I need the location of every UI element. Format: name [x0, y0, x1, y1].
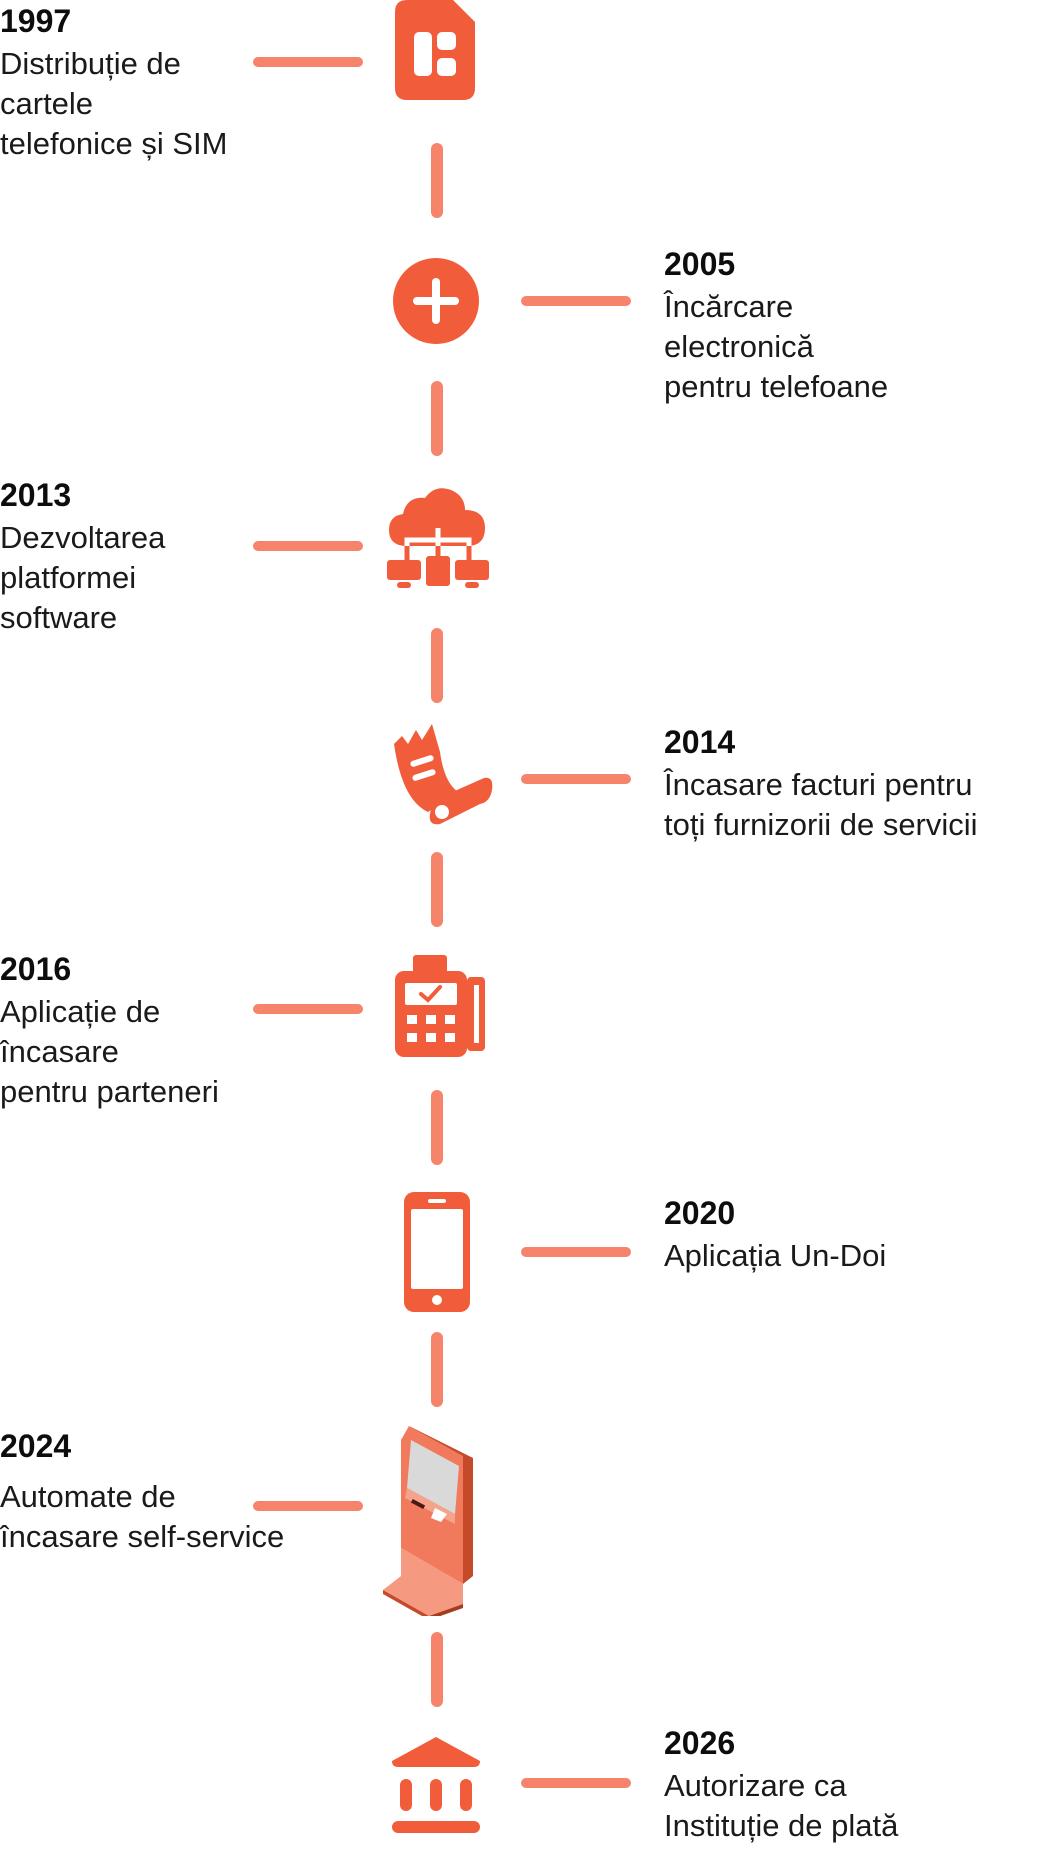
- receipt-icon: [388, 722, 494, 828]
- milestone-2026: 2026 Autorizare ca Instituție de plată: [664, 1724, 1053, 1846]
- milestone-2005: 2005 Încărcare electronică pentru telefo…: [664, 245, 1053, 407]
- plus-circle-icon: [393, 258, 479, 344]
- milestone-description: Aplicație de încasare pentru parteneri: [0, 994, 219, 1109]
- timeline-connector: [431, 143, 443, 218]
- sim-card-icon: [395, 0, 475, 100]
- milestone-1997: 1997 Distribuție de cartele telefonice ș…: [0, 2, 460, 164]
- milestone-connector: [253, 1004, 363, 1014]
- milestone-connector: [521, 774, 631, 784]
- bank-building-icon: [392, 1737, 480, 1833]
- timeline-connector: [431, 381, 443, 456]
- milestone-connector: [521, 1247, 631, 1257]
- cloud-network-icon: [385, 484, 491, 592]
- milestone-year: 1997: [0, 3, 72, 39]
- milestone-year: 2005: [664, 246, 736, 282]
- milestone-2024: 2024 Automate de încasare self-service: [0, 1427, 460, 1557]
- payment-terminal-icon: [395, 955, 487, 1057]
- milestone-connector: [253, 1501, 363, 1511]
- milestone-description: Automate de încasare self-service: [0, 1479, 285, 1554]
- milestone-connector: [253, 541, 363, 551]
- milestone-year: 2024: [0, 1428, 72, 1464]
- milestone-description: Dezvoltarea platformei software: [0, 520, 166, 635]
- milestone-2014: 2014 Încasare facturi pentru toți furniz…: [664, 723, 1053, 845]
- milestone-year: 2013: [0, 477, 72, 513]
- timeline-connector: [431, 1632, 443, 1707]
- milestone-description: Încasare facturi pentru toți furnizorii …: [664, 767, 978, 842]
- milestone-year: 2020: [664, 1195, 736, 1231]
- timeline-connector: [431, 1090, 443, 1165]
- self-service-kiosk-icon: [383, 1426, 473, 1616]
- milestone-description: Aplicația Un-Doi: [664, 1238, 887, 1273]
- milestone-year: 2016: [0, 951, 72, 987]
- milestone-year: 2014: [664, 724, 736, 760]
- smartphone-icon: [404, 1192, 470, 1312]
- timeline-connector: [431, 852, 443, 927]
- milestone-2020: 2020 Aplicația Un-Doi: [664, 1194, 1053, 1276]
- milestone-connector: [253, 57, 363, 67]
- timeline-connector: [431, 1332, 443, 1407]
- milestone-description: Autorizare ca Instituție de plată: [664, 1768, 899, 1843]
- milestone-2013: 2013 Dezvoltarea platformei software: [0, 476, 460, 638]
- milestone-year: 2026: [664, 1725, 736, 1761]
- milestone-description: Încărcare electronică pentru telefoane: [664, 289, 889, 404]
- timeline-connector: [431, 628, 443, 703]
- milestone-connector: [521, 296, 631, 306]
- milestone-2016: 2016 Aplicație de încasare pentru parten…: [0, 950, 460, 1112]
- milestone-connector: [521, 1778, 631, 1788]
- milestone-description: Distribuție de cartele telefonice și SIM: [0, 46, 228, 161]
